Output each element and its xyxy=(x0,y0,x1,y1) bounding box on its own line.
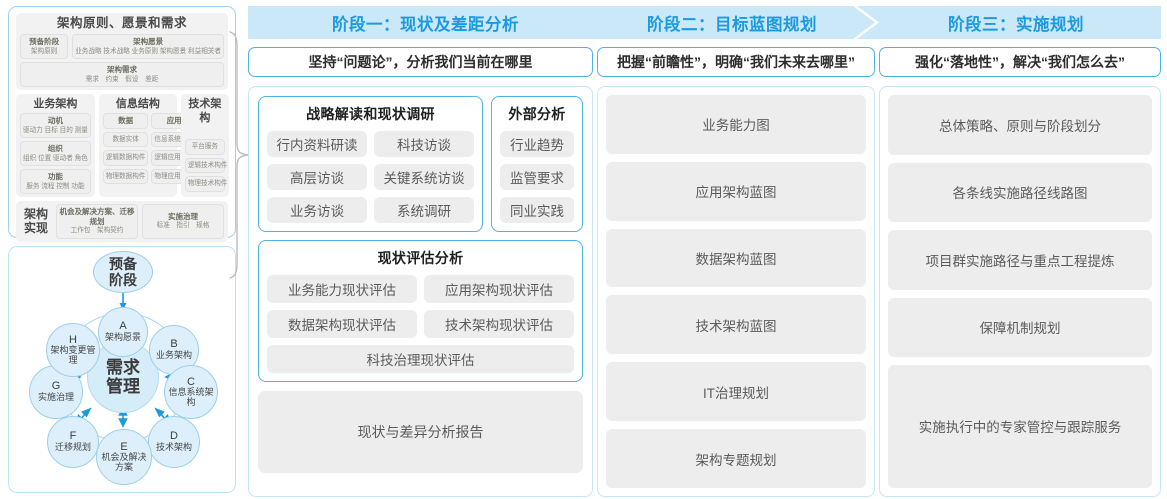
strategy-item[interactable]: 行内资料研读 xyxy=(267,131,367,157)
assessment-title: 现状评估分析 xyxy=(377,250,464,266)
adm-cycle-card: 预备 阶段 需求 管理 A 架构愿景 B 业务架构 C 信息系统架构 xyxy=(8,246,236,493)
architecture-requirements-sub: 需求 约束 假设 差距 xyxy=(85,75,159,83)
phase-3-item[interactable]: 项目群实施路径与重点工程提炼 xyxy=(888,230,1152,290)
architecture-vision-sub: 业务战略 技术战略 业务原则 架构愿景 利益相关者 xyxy=(75,47,221,55)
phase-3-item[interactable]: 实施执行中的专家管控与跟踪服务 xyxy=(888,365,1152,488)
assessment-item[interactable]: 应用架构现状评估 xyxy=(424,275,574,303)
phase-3-item[interactable]: 总体策略、原则与阶段划分 xyxy=(888,95,1152,155)
information-structure-column: 信息结构 数据 数据实体 逻辑数据构件 物理数据构件 应用 信息系统服务 xyxy=(98,94,197,197)
business-item: 动机 驱动力 目标 目的 测量 xyxy=(20,113,91,138)
assessment-item[interactable]: 数据架构现状评估 xyxy=(267,310,417,338)
strategy-item[interactable]: 科技访谈 xyxy=(374,131,474,157)
business-item: 组织 组织 位置 驱动者 角色 xyxy=(20,141,91,166)
left-panel: 架构原则、愿景和需求 预备阶段 架构原则 架构愿景 业务战略 技术战略 业务原则… xyxy=(8,6,236,493)
external-item[interactable]: 同业实践 xyxy=(500,197,574,223)
phase-3-item[interactable]: 各条线实施路径线路图 xyxy=(888,162,1152,222)
curly-bracket-connector xyxy=(228,30,250,280)
architecture-vision-label: 架构愿景 xyxy=(133,37,164,46)
strategy-research-title: 战略解读和现状调研 xyxy=(306,106,435,122)
external-analysis-card: 外部分析 行业趋势 监管要求 同业实践 xyxy=(491,96,583,232)
architecture-realization-group: 架构实现 机会及解决方案、迁移规划 工作包 架构契约 实施治理 标准 指引 规格 xyxy=(16,201,228,242)
architecture-requirements-label: 架构需求 xyxy=(107,65,137,74)
phase-1-column: 阶段一：现状及差距分析 坚持“问题论”，分析我们当前在哪里 战略解读和现状调研 … xyxy=(248,6,593,497)
tech-item: 物理技术构件 xyxy=(184,176,227,192)
business-item: 功能 服务 流程 控制 功能 xyxy=(20,169,91,194)
architecture-principles-group: 架构原则、愿景和需求 预备阶段 架构原则 架构愿景 业务战略 技术战略 业务原则… xyxy=(16,13,228,90)
adm-node-a: A 架构愿景 xyxy=(98,307,148,357)
strategy-item[interactable]: 关键系统访谈 xyxy=(374,164,474,190)
strategy-item[interactable]: 高层访谈 xyxy=(267,164,367,190)
information-structure-title: 信息结构 xyxy=(115,98,160,110)
tech-item: 平台服务 xyxy=(184,139,225,155)
phase-2-item[interactable]: 数据架构蓝图 xyxy=(606,228,866,288)
phase-3-banner-label: 阶段三：实施规划 xyxy=(948,15,1084,34)
phase-2-banner-label: 阶段二：目标蓝图规划 xyxy=(647,15,817,34)
adm-node-d: D 技术架构 xyxy=(148,416,200,468)
external-item[interactable]: 行业趋势 xyxy=(500,131,574,157)
adm-node-e: E 机会及解决方案 xyxy=(96,429,152,485)
phase-2-banner: 阶段二：目标蓝图规划 xyxy=(575,6,875,39)
data-col-header: 数据 xyxy=(102,113,149,129)
assessment-item[interactable]: 技术架构现状评估 xyxy=(424,310,574,338)
phase-2-body: 业务能力图 应用架构蓝图 数据架构蓝图 技术架构蓝图 IT治理规划 架构专题规划 xyxy=(597,86,875,497)
phase-1-body: 战略解读和现状调研 行内资料研读 科技访谈 高层访谈 关键系统访谈 业务访谈 系… xyxy=(248,86,593,497)
phase-2-item[interactable]: IT治理规划 xyxy=(606,362,866,422)
opportunities-migration-chip: 机会及解决方案、迁移规划 工作包 架构契约 xyxy=(56,204,138,239)
phase-2-item[interactable]: 技术架构蓝图 xyxy=(606,295,866,355)
adm-node-prep: 预备 阶段 xyxy=(93,251,153,293)
assessment-item-full[interactable]: 科技治理现状评估 xyxy=(267,345,574,373)
adm-node-f: F 迁移规划 xyxy=(47,416,99,468)
external-analysis-title: 外部分析 xyxy=(508,106,566,122)
prep-stage-sub: 架构原则 xyxy=(30,47,58,55)
architecture-realization-label: 架构实现 xyxy=(23,207,48,236)
architecture-requirements-chip: 架构需求 需求 约束 假设 差距 xyxy=(20,62,224,87)
prep-stage-chip: 预备阶段 架构原则 xyxy=(20,34,69,59)
phase-3-column: 阶段三：实施规划 强化“落地性”，解决“我们怎么去” 总体策略、原则与阶段划分 … xyxy=(857,6,1161,497)
phase-2-item[interactable]: 应用架构蓝图 xyxy=(606,161,866,221)
phase-2-column: 阶段二：目标蓝图规划 把握“前瞻性”，明确“我们未来去哪里” 业务能力图 应用架… xyxy=(597,6,875,497)
business-architecture-title: 业务架构 xyxy=(33,98,78,110)
phase-1-banner: 阶段一：现状及差距分析 xyxy=(248,6,615,39)
phase-2-item[interactable]: 架构专题规划 xyxy=(606,429,866,488)
external-item[interactable]: 监管要求 xyxy=(500,164,574,190)
prep-stage-label: 预备阶段 xyxy=(29,37,60,46)
data-col-item: 物理数据构件 xyxy=(102,168,149,184)
current-state-assessment-card: 现状评估分析 业务能力现状评估 应用架构现状评估 数据架构现状评估 技术架构现状… xyxy=(258,240,583,382)
phase-2-subtitle-box: 把握“前瞻性”，明确“我们未来去哪里” xyxy=(597,47,875,77)
phase-1-banner-label: 阶段一：现状及差距分析 xyxy=(332,15,519,34)
implementation-governance-chip: 实施治理 标准 指引 规格 xyxy=(142,204,224,239)
adm-node-h: H 架构变更管理 xyxy=(46,323,100,377)
technology-architecture-title: 技术架构 xyxy=(188,98,222,124)
phase-3-body: 总体策略、原则与阶段划分 各条线实施路径线路图 项目群实施路径与重点工程提炼 保… xyxy=(879,86,1161,497)
strategy-item[interactable]: 系统调研 xyxy=(374,197,474,223)
phase-1-output[interactable]: 现状与差异分析报告 xyxy=(258,391,583,473)
assessment-item[interactable]: 业务能力现状评估 xyxy=(267,275,417,303)
phase-1-subtitle-box: 坚持“问题论”，分析我们当前在哪里 xyxy=(248,47,593,77)
phase-1-subtitle: 坚持“问题论”，分析我们当前在哪里 xyxy=(308,54,533,70)
technology-architecture-column: 技术架构 平台服务 逻辑技术构件 物理技术构件 xyxy=(180,94,229,197)
strategy-item[interactable]: 业务访谈 xyxy=(267,197,367,223)
phase-3-subtitle-box: 强化“落地性”，解决“我们怎么去” xyxy=(879,47,1161,77)
phase-3-subtitle: 强化“落地性”，解决“我们怎么去” xyxy=(915,54,1125,70)
phase-3-banner: 阶段三：实施规划 xyxy=(857,6,1161,39)
tech-item: 逻辑技术构件 xyxy=(184,157,227,173)
architecture-vision-chip: 架构愿景 业务战略 技术战略 业务原则 架构愿景 利益相关者 xyxy=(72,34,224,59)
business-architecture-column: 业务架构 动机 驱动力 目标 目的 测量 组织 组织 位置 驱动者 角色 xyxy=(16,94,95,197)
data-col-item: 数据实体 xyxy=(102,131,149,147)
data-col-item: 逻辑数据构件 xyxy=(102,150,149,166)
togaf-title: 架构原则、愿景和需求 xyxy=(56,16,187,30)
togaf-content-framework-card: 架构原则、愿景和需求 预备阶段 架构原则 架构愿景 业务战略 技术战略 业务原则… xyxy=(8,6,236,242)
strategy-research-card: 战略解读和现状调研 行内资料研读 科技访谈 高层访谈 关键系统访谈 业务访谈 系… xyxy=(258,96,483,232)
phase-3-item[interactable]: 保障机制规划 xyxy=(888,297,1152,357)
phase-2-subtitle: 把握“前瞻性”，明确“我们未来去哪里” xyxy=(617,54,855,70)
phase-2-item[interactable]: 业务能力图 xyxy=(606,95,866,154)
adm-node-c: C 信息系统架构 xyxy=(164,365,218,419)
